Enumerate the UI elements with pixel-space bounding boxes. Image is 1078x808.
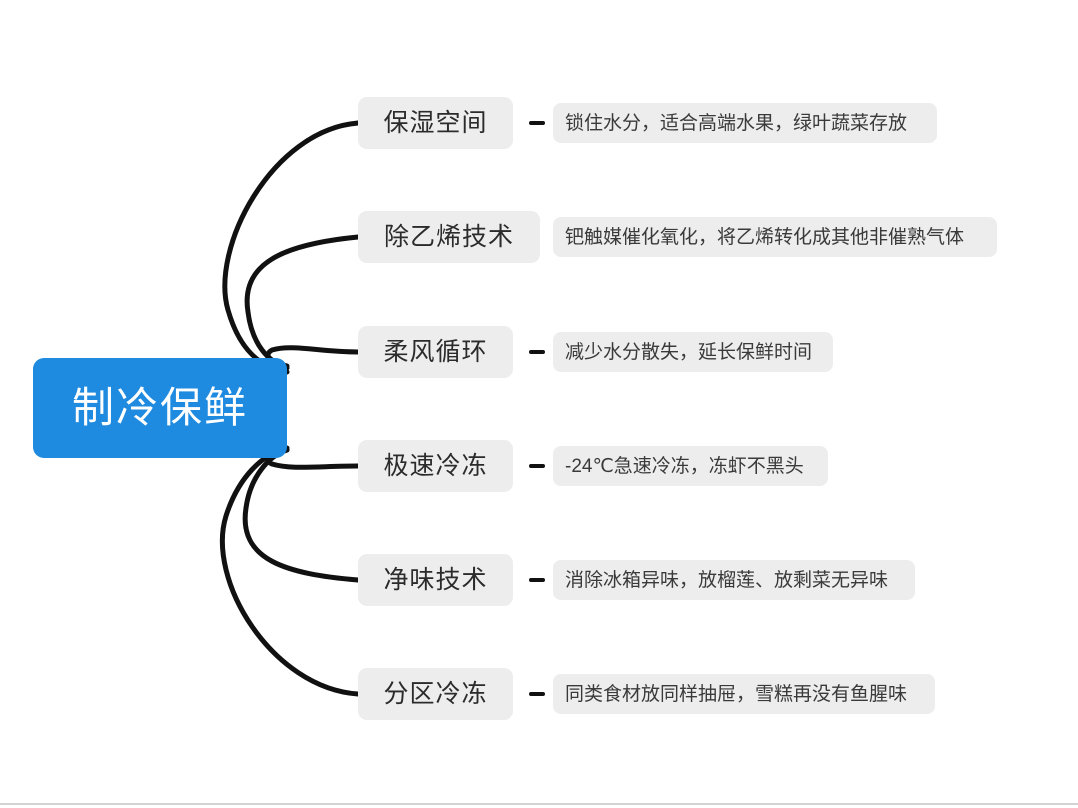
detail-node-label: 同类食材放同样抽屉，雪糕再没有鱼腥味	[565, 683, 908, 705]
topic-node-label: 柔风循环	[383, 337, 488, 366]
topic-detail-connector	[529, 578, 545, 582]
topic-detail-connector	[529, 464, 545, 468]
detail-node-label: 减少水分散失，延长保鲜时间	[565, 341, 813, 363]
detail-node-label: 钯触媒催化氧化，将乙烯转化成其他非催熟气体	[565, 226, 965, 248]
detail-node[interactable]: 减少水分散失，延长保鲜时间	[553, 332, 833, 372]
detail-node[interactable]: 钯触媒催化氧化，将乙烯转化成其他非催熟气体	[553, 217, 997, 257]
bottom-divider	[0, 803, 1078, 805]
topic-node-label: 保湿空间	[383, 108, 488, 137]
detail-node[interactable]: 锁住水分，适合高端水果，绿叶蔬菜存放	[553, 103, 937, 143]
topic-node[interactable]: 分区冷冻	[358, 668, 513, 720]
topic-node[interactable]: 柔风循环	[358, 326, 513, 378]
detail-node-label: 锁住水分，适合高端水果，绿叶蔬菜存放	[565, 112, 908, 134]
branch-row: 除乙烯技术 钯触媒催化氧化，将乙烯转化成其他非催熟气体	[0, 211, 1078, 263]
branch-row: 极速冷冻 -24℃急速冷冻，冻虾不黑头	[0, 440, 1078, 492]
topic-node-label: 分区冷冻	[383, 679, 488, 708]
topic-node-label: 极速冷冻	[383, 451, 488, 480]
detail-node-label: 消除冰箱异味，放榴莲、放剩菜无异味	[565, 569, 889, 591]
branch-row: 净味技术 消除冰箱异味，放榴莲、放剩菜无异味	[0, 554, 1078, 606]
topic-node-label: 净味技术	[383, 565, 488, 594]
branch-row: 分区冷冻 同类食材放同样抽屉，雪糕再没有鱼腥味	[0, 668, 1078, 720]
topic-detail-connector	[529, 121, 545, 125]
topic-node[interactable]: 净味技术	[358, 554, 513, 606]
branch-row: 保湿空间 锁住水分，适合高端水果，绿叶蔬菜存放	[0, 97, 1078, 149]
topic-node-label: 除乙烯技术	[383, 222, 514, 251]
detail-node[interactable]: 同类食材放同样抽屉，雪糕再没有鱼腥味	[553, 674, 935, 714]
root-node[interactable]: 制冷保鲜	[33, 358, 287, 458]
topic-detail-connector	[529, 350, 545, 354]
topic-node[interactable]: 除乙烯技术	[358, 211, 540, 263]
root-node-label: 制冷保鲜	[71, 384, 248, 431]
detail-node[interactable]: -24℃急速冷冻，冻虾不黑头	[553, 446, 828, 486]
topic-node[interactable]: 保湿空间	[358, 97, 513, 149]
detail-node[interactable]: 消除冰箱异味，放榴莲、放剩菜无异味	[553, 560, 915, 600]
detail-node-label: -24℃急速冷冻，冻虾不黑头	[565, 455, 804, 477]
branch-row: 柔风循环 减少水分散失，延长保鲜时间	[0, 326, 1078, 378]
topic-node[interactable]: 极速冷冻	[358, 440, 513, 492]
topic-detail-connector	[529, 692, 545, 696]
